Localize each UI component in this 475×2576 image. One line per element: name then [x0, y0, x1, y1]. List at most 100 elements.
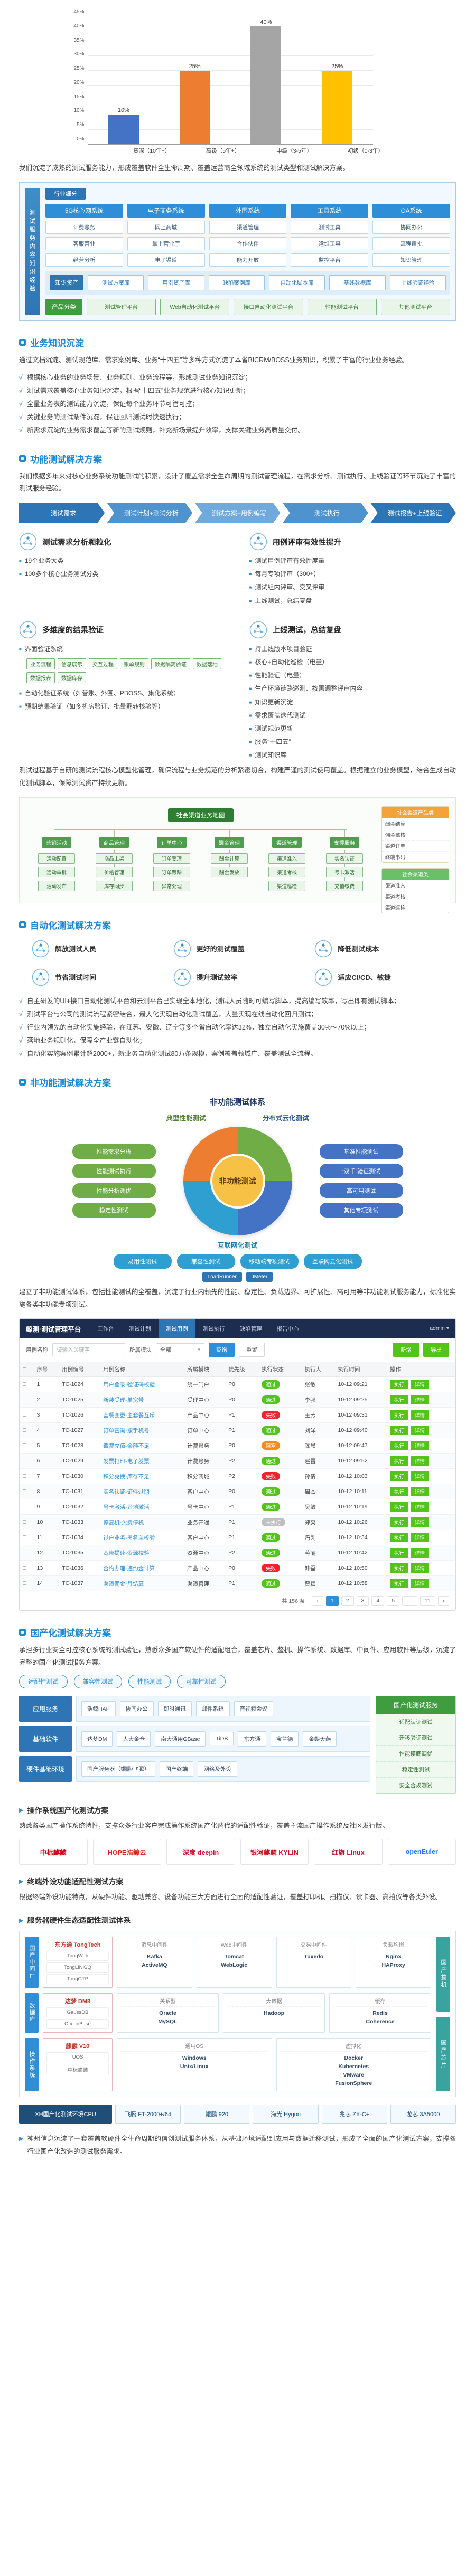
row-checkbox[interactable]: □ — [20, 1514, 34, 1531]
cell-module: 产品中心 — [184, 1560, 226, 1577]
case-name-link[interactable]: 宽带提速-资源校验 — [103, 1550, 150, 1556]
pagination-item[interactable]: 2 — [341, 1596, 354, 1606]
case-name-link[interactable]: 订单查询-按手机号 — [103, 1427, 150, 1434]
row-action-button[interactable]: 详情 — [410, 1502, 429, 1512]
case-name-link[interactable]: 用户登录-验证码校验 — [103, 1381, 155, 1388]
pagination-item[interactable]: › — [437, 1596, 449, 1606]
nav-item[interactable]: 工作台 — [97, 1325, 114, 1332]
row-checkbox[interactable]: □ — [20, 1453, 34, 1469]
benefit-label: 更好的测试覆盖 — [196, 945, 245, 954]
row-action-button[interactable]: 执行 — [389, 1579, 408, 1589]
row-action-button[interactable]: 执行 — [389, 1426, 408, 1436]
pagination-item[interactable]: 1 — [325, 1596, 339, 1606]
row-action-button[interactable]: 执行 — [389, 1548, 408, 1558]
pagination-item[interactable]: 4 — [371, 1596, 385, 1606]
row-action-button[interactable]: 详情 — [410, 1563, 429, 1573]
nav-item[interactable]: 测试计划 — [128, 1325, 151, 1332]
cell-time: 10-12 10:03 — [334, 1468, 387, 1485]
pagination-item[interactable]: 11 — [420, 1596, 435, 1606]
select-all-checkbox[interactable]: □ — [20, 1362, 34, 1377]
pagination-item[interactable]: … — [402, 1596, 417, 1606]
row-action-button[interactable]: 执行 — [389, 1471, 408, 1482]
row-checkbox[interactable]: □ — [20, 1575, 34, 1592]
pagination-item[interactable]: 3 — [356, 1596, 369, 1606]
row-action-button[interactable]: 执行 — [389, 1395, 408, 1405]
cpu-cell: 鲲鹏 920 — [184, 2105, 250, 2124]
case-name-link[interactable]: 合约办理-违约金计算 — [103, 1565, 155, 1572]
case-name-link[interactable]: 积分兑换-库存不足 — [103, 1473, 150, 1480]
search-button[interactable]: 查询 — [209, 1343, 235, 1357]
check-icon: √ — [19, 1036, 23, 1044]
case-name-link[interactable]: 过户业务-黑名单校验 — [103, 1534, 155, 1541]
nav-item[interactable]: 报告中心 — [276, 1325, 299, 1332]
row-action-button[interactable]: 详情 — [410, 1395, 429, 1405]
row-checkbox[interactable]: □ — [20, 1530, 34, 1546]
stack-chip: 人大金仓 — [117, 1731, 151, 1747]
case-name-link[interactable]: 实名认证-证件过期 — [103, 1488, 150, 1495]
row-action-button[interactable]: 执行 — [389, 1533, 408, 1543]
row-action-button[interactable]: 详情 — [410, 1517, 429, 1527]
square-bullet-icon: ■ — [19, 572, 22, 577]
export-button[interactable]: 导出 — [423, 1343, 449, 1357]
row-action-button[interactable]: 详情 — [410, 1380, 429, 1390]
cell-priority: P2 — [225, 1468, 258, 1485]
add-button[interactable]: 新增 — [393, 1343, 419, 1357]
pagination-item[interactable]: ‹ — [312, 1596, 323, 1606]
case-name-link[interactable]: 号卡激活-异地激活 — [103, 1504, 150, 1511]
module-select[interactable]: 全部 ▾ — [156, 1343, 204, 1357]
case-name-link[interactable]: 套餐变更-主套餐互斥 — [103, 1412, 155, 1419]
row-action-button[interactable]: 执行 — [389, 1502, 408, 1512]
row-checkbox[interactable]: □ — [20, 1422, 34, 1439]
row-checkbox[interactable]: □ — [20, 1499, 34, 1515]
row-checkbox[interactable]: □ — [20, 1438, 34, 1454]
row-action-button[interactable]: 详情 — [410, 1548, 429, 1558]
row-action-button[interactable]: 详情 — [410, 1471, 429, 1482]
row-action-button[interactable]: 详情 — [410, 1533, 429, 1543]
case-name-link[interactable]: 缴费充值-余额不足 — [103, 1442, 150, 1449]
row-checkbox[interactable]: □ — [20, 1376, 34, 1393]
network-dots-icon — [314, 968, 332, 986]
pagination-item[interactable]: 5 — [387, 1596, 400, 1606]
row-action-button[interactable]: 执行 — [389, 1517, 408, 1527]
row-action-button[interactable]: 执行 — [389, 1410, 408, 1420]
check-icon: √ — [19, 400, 23, 408]
case-name-link[interactable]: 发票打印-电子发票 — [103, 1458, 150, 1465]
nav-item[interactable]: 测试用例 — [159, 1319, 195, 1338]
user-menu[interactable]: admin ▾ — [430, 1325, 449, 1332]
bullet-line: √新需求沉淀的业务需求覆盖等新的测试规则，补充新场景提升效率，支撑关键业务高质量… — [19, 424, 456, 437]
row-action-button[interactable]: 详情 — [410, 1579, 429, 1589]
automation-benefit: 提升测试效率 — [173, 968, 302, 986]
keyword-input[interactable]: 请输入关键字 — [52, 1343, 125, 1357]
case-name-link[interactable]: 停复机-欠费停机 — [103, 1519, 144, 1526]
matrix-cell: 经营分析 — [45, 253, 123, 267]
row-action-button[interactable]: 详情 — [410, 1441, 429, 1451]
row-action-button[interactable]: 执行 — [389, 1563, 408, 1573]
nav-item[interactable]: 缺陷管理 — [239, 1325, 262, 1332]
row-action-button[interactable]: 详情 — [410, 1426, 429, 1436]
row-checkbox[interactable]: □ — [20, 1468, 34, 1485]
case-name-link[interactable]: 渠道佣金-月结算 — [103, 1580, 144, 1587]
column-header: 执行状态 — [258, 1362, 302, 1377]
cpu-cell: 飞腾 FT-2000+/64 — [115, 2105, 181, 2124]
case-name-link[interactable]: 新装受理-单宽带 — [103, 1396, 144, 1403]
row-checkbox[interactable]: □ — [20, 1545, 34, 1561]
matrix-cell: 测试工具 — [291, 220, 369, 234]
row-checkbox[interactable]: □ — [20, 1560, 34, 1577]
row-action-button[interactable]: 详情 — [410, 1410, 429, 1420]
side-service-item: 性能摸底调优 — [376, 1745, 455, 1761]
row-action-button[interactable]: 详情 — [410, 1456, 429, 1466]
row-checkbox[interactable]: □ — [20, 1407, 34, 1423]
row-action-button[interactable]: 执行 — [389, 1380, 408, 1390]
row-action-button[interactable]: 详情 — [410, 1487, 429, 1497]
row-action-button[interactable]: 执行 — [389, 1487, 408, 1497]
row-action-button[interactable]: 执行 — [389, 1456, 408, 1466]
row-action-button[interactable]: 执行 — [389, 1441, 408, 1451]
row-checkbox[interactable]: □ — [20, 1392, 34, 1408]
nav-item[interactable]: 测试执行 — [202, 1325, 225, 1332]
row-checkbox[interactable]: □ — [20, 1484, 34, 1500]
quadrant-label-performance: 典型性能测试 — [166, 1114, 206, 1122]
feature-group: ■界面验证系统 — [19, 644, 226, 654]
reset-button[interactable]: 重置 — [239, 1343, 265, 1357]
y-tick-label: 40% — [73, 23, 85, 29]
